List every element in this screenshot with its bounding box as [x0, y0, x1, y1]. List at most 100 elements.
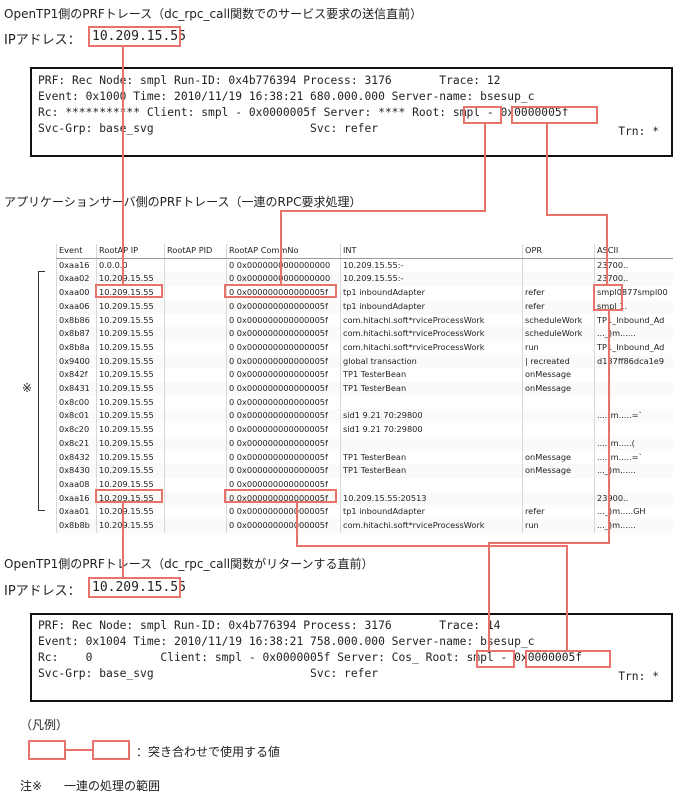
cell-rootap-ip: 10.209.15.55 [96, 450, 165, 465]
cell-rootap-pid [164, 477, 227, 492]
cell-rootap-commno: 0 0x000000000000005f [226, 505, 341, 520]
cell-int: tp1 inboundAdapter [340, 299, 523, 314]
cell-rootap-ip: 0.0.0.0 [96, 258, 165, 273]
cell-opr: onMessage [522, 464, 595, 478]
bottom-trace-line-4: Svc-Grp: base_svg Svc: refer [38, 667, 379, 680]
cell-event: 0x8c20 [56, 423, 97, 437]
cell-rootap-pid [164, 464, 227, 478]
cell-int [340, 436, 523, 451]
bottom-trace-line-3: Rc: 0 Client: smpl - 0x0000005f Server: … [38, 651, 583, 664]
top-trace-box: PRF: Rec Node: smpl Run-ID: 0x4b776394 P… [30, 67, 673, 157]
top-trace-line-2: Event: 0x1000 Time: 2010/11/19 16:38:21 … [38, 90, 535, 103]
cell-opr [522, 409, 595, 424]
cell-rootap-pid [164, 354, 227, 369]
hl-table-commno-bottom [224, 489, 337, 503]
cell-event: 0x8432 [56, 450, 97, 465]
col-header-event: Event [56, 244, 97, 259]
cell-ascii [594, 423, 673, 437]
cell-int: com.hitachi.soft*rviceProcessWork [340, 340, 523, 355]
cell-ascii: ..._)m...... [594, 327, 673, 341]
col-header-int: INT [340, 244, 523, 259]
col-header-rootap-ip: RootAP IP [96, 244, 165, 259]
cell-rootap-commno: 0 0x000000000000005f [226, 464, 341, 478]
cell-rootap-pid [164, 313, 227, 328]
cell-rootap-pid [164, 299, 227, 314]
cell-rootap-pid [164, 368, 227, 383]
cell-int: com.hitachi.soft*rviceProcessWork [340, 313, 523, 328]
cell-rootap-ip: 10.209.15.55 [96, 340, 165, 355]
cell-event: 0x8c21 [56, 436, 97, 451]
cell-opr [522, 491, 595, 506]
cell-opr: | recreated [522, 354, 595, 369]
cell-int: tp1 inboundAdapter [340, 505, 523, 520]
cell-int: tp1 inboundAdapter [340, 286, 523, 300]
cell-int: global transaction [340, 354, 523, 369]
connector-top-commno-h [546, 214, 608, 216]
col-header-rootap-commno: RootAP CommNo [226, 244, 341, 259]
cell-event: 0x8430 [56, 464, 97, 478]
top-ip-label: IPアドレス： [4, 33, 81, 48]
cell-int: sid1 9.21 70:29800 [340, 423, 523, 437]
cell-rootap-pid [164, 519, 227, 533]
cell-event: 0x9400 [56, 354, 97, 369]
cell-opr: onMessage [522, 382, 595, 396]
col-header-rootap-pid: RootAP PID [164, 244, 227, 259]
cell-int: TP1 TesterBean [340, 450, 523, 465]
cell-rootap-commno: 0 0x000000000000005f [226, 436, 341, 451]
cell-event: 0x8b86 [56, 313, 97, 328]
legend-description: ：突き合わせで使用する値 [136, 745, 281, 759]
cell-opr [522, 272, 595, 287]
cell-ascii: ..._)m...... [594, 464, 673, 478]
cell-int: TP1 TesterBean [340, 464, 523, 478]
cell-ascii: TP1_Inbound_Ad [594, 313, 673, 328]
cell-rootap-commno: 0 0x000000000000005f [226, 450, 341, 465]
hl-table-commno-top [224, 284, 337, 298]
cell-rootap-commno: 0 0x000000000000005f [226, 340, 341, 355]
cell-ascii: smpl0877smpl00 [594, 286, 673, 300]
hl-top-root [463, 106, 502, 124]
cell-rootap-commno: 0 0x000000000000005f [226, 327, 341, 341]
cell-rootap-ip: 10.209.15.55 [96, 368, 165, 383]
cell-rootap-ip: 10.209.15.55 [96, 423, 165, 437]
connector-top-root-h [280, 210, 486, 212]
cell-rootap-commno: 0 0x000000000000005f [226, 313, 341, 328]
cell-int: 10.209.15.55:20513 [340, 491, 523, 506]
cell-opr [522, 395, 595, 410]
legend-title: （凡例） [20, 718, 69, 732]
cell-opr [522, 258, 595, 273]
connector-bottom-root-v [608, 311, 610, 544]
cell-ascii: 23700.. [594, 258, 673, 273]
series-bracket [38, 271, 45, 511]
cell-event: 0xaa06 [56, 299, 97, 314]
bottom-trace-box: PRF: Rec Node: smpl Run-ID: 0x4b776394 P… [30, 613, 673, 702]
top-trace-line-3: Rc: *********** Client: smpl - 0x0000005… [38, 106, 569, 119]
hl-table-ip-top [95, 284, 163, 298]
cell-opr: refer [522, 286, 595, 300]
cell-event: 0xaa00 [56, 286, 97, 300]
cell-opr: onMessage [522, 450, 595, 465]
cell-int: com.hitachi.soft*rviceProcessWork [340, 519, 523, 533]
bottom-trn: Trn: * [618, 670, 659, 683]
connector-bottom-root-h [488, 542, 610, 544]
cell-opr: scheduleWork [522, 327, 595, 341]
connector-bottom-commno-down [566, 545, 568, 650]
cell-rootap-commno: 0 0x000000000000005f [226, 423, 341, 437]
cell-event: 0x8b8b [56, 519, 97, 533]
cell-rootap-ip: 10.209.15.55 [96, 313, 165, 328]
legend-connector [66, 749, 92, 751]
cell-event: 0x8c01 [56, 409, 97, 424]
cell-rootap-commno: 0 0x000000000000005f [226, 477, 341, 492]
cell-int: 10.209.15.55:- [340, 272, 523, 287]
cell-rootap-commno: 0 0x000000000000005f [226, 299, 341, 314]
cell-ascii [594, 477, 673, 492]
